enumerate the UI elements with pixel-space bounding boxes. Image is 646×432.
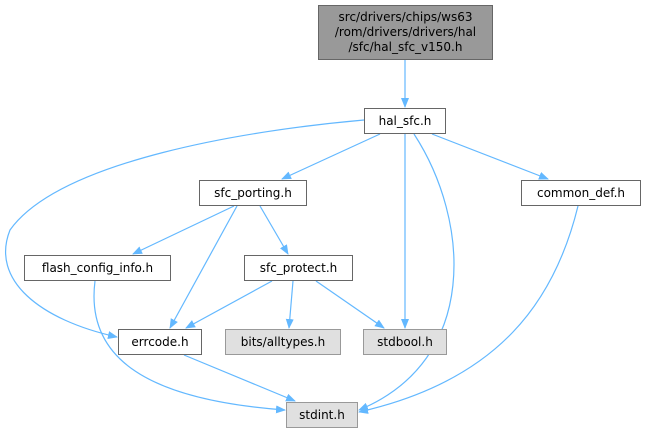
edge-sfc_porting-to-sfc_protect (259, 205, 289, 255)
edge-sfc_protect-to-stdbool (315, 280, 385, 329)
edge-hal_sfc-to-stdint (358, 133, 455, 411)
edge-hal_sfc-to-sfc_porting (281, 133, 381, 180)
node-root[interactable]: src/drivers/chips/ws63 /rom/drivers/driv… (318, 5, 493, 60)
node-sfc-porting[interactable]: sfc_porting.h (199, 180, 307, 206)
edge-sfc_porting-to-flash_config_info (132, 205, 235, 255)
node-bits-alltypes[interactable]: bits/alltypes.h (225, 329, 341, 355)
edge-sfc_protect-to-errcode (185, 280, 273, 329)
edge-common_def-to-stdint (358, 205, 579, 414)
node-flash-config-info[interactable]: flash_config_info.h (24, 255, 171, 281)
edge-hal_sfc-to-errcode (5, 119, 365, 339)
node-stdint[interactable]: stdint.h (286, 402, 358, 428)
node-common-def[interactable]: common_def.h (521, 180, 641, 206)
edge-sfc_protect-to-alltypes (285, 280, 294, 329)
edge-flash_config_info-to-stdint (93, 280, 286, 414)
edge-errcode-to-stdint (183, 354, 296, 402)
node-errcode[interactable]: errcode.h (118, 329, 202, 355)
node-hal-sfc[interactable]: hal_sfc.h (364, 108, 446, 134)
node-sfc-protect[interactable]: sfc_protect.h (244, 255, 353, 281)
edge-sfc_porting-to-errcode (169, 205, 238, 329)
edge-hal_sfc-to-common_def (431, 133, 549, 180)
node-stdbool[interactable]: stdbool.h (363, 329, 447, 355)
